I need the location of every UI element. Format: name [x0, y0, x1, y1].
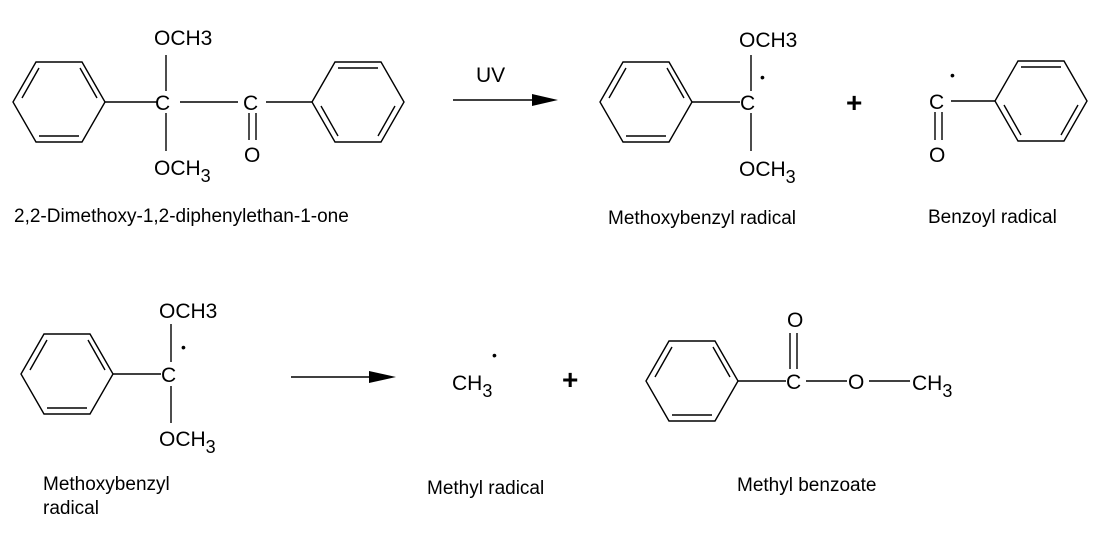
benzene-ring — [599, 61, 693, 143]
benzene-ring-left — [12, 61, 106, 143]
product-methoxybenzyl-radical: C • OCH3 OCH3 Methoxybenzyl radical — [599, 29, 797, 229]
benzene-ring — [994, 60, 1088, 142]
reactant-dmpa: C OCH3 OCH3 C O 2,2-Dimethoxy-1,2-diphen… — [12, 27, 405, 227]
uv-condition-label: UV — [476, 64, 505, 87]
atom-radical-carbon: C — [740, 92, 755, 115]
plus-sign: + — [562, 364, 578, 395]
plus-sign: + — [846, 87, 862, 118]
reaction-1: C OCH3 OCH3 C O 2,2-Dimethoxy-1,2-diphen… — [12, 27, 1088, 229]
atom-carbonyl-oxygen: O — [244, 144, 260, 167]
product-name-label: Methoxybenzyl radical — [608, 208, 796, 229]
methyl-radical-formula: CH3 — [452, 372, 492, 401]
benzene-ring — [20, 333, 114, 415]
atom-carbon-1: C — [155, 92, 170, 115]
reactant-name-line-2: radical — [43, 498, 99, 519]
product-name-label: Methyl radical — [427, 478, 544, 499]
reactant-name-line-1: Methoxybenzyl — [43, 474, 170, 495]
benzene-ring — [645, 340, 739, 422]
product-methyl-benzoate: C O O CH3 Methyl benzoate — [645, 309, 952, 496]
radical-dot: • — [950, 67, 955, 83]
atom-ester-oxygen: O — [848, 371, 864, 394]
product-benzoyl-radical: C • O Benzoyl radical — [928, 60, 1088, 228]
methoxy-bottom-group: OCH3 — [739, 158, 796, 187]
atom-carbon-2: C — [243, 92, 258, 115]
benzene-ring-right — [311, 61, 405, 143]
atom-carbonyl-oxygen: O — [929, 144, 945, 167]
atom-radical-carbon: C — [929, 91, 944, 114]
methoxy-bottom-group: OCH3 — [154, 157, 211, 186]
atom-carbonyl-carbon: C — [786, 371, 801, 394]
atom-carbonyl-oxygen: O — [787, 309, 803, 332]
radical-dot: • — [181, 339, 186, 355]
radical-dot: • — [492, 347, 497, 363]
reaction-2: C • OCH3 OCH3 Methoxybenzyl radical CH3 … — [20, 300, 952, 519]
methoxy-bottom-group: OCH3 — [159, 428, 216, 457]
reaction-arrow-uv: UV — [453, 64, 558, 106]
reactant-methoxybenzyl-radical: C • OCH3 OCH3 Methoxybenzyl radical — [20, 300, 217, 519]
product-name-label: Methyl benzoate — [737, 475, 876, 496]
methoxy-top-group: OCH3 — [154, 27, 212, 50]
radical-dot: • — [760, 69, 765, 85]
methoxy-top-group: OCH3 — [739, 29, 797, 52]
reaction-arrow — [291, 371, 396, 383]
methyl-group: CH3 — [912, 372, 952, 401]
atom-radical-carbon: C — [161, 364, 176, 387]
reactant-name-label: 2,2-Dimethoxy-1,2-diphenylethan-1-one — [14, 206, 349, 227]
product-name-label: Benzoyl radical — [928, 207, 1057, 228]
methoxy-top-group: OCH3 — [159, 300, 217, 323]
product-methyl-radical: CH3 • Methyl radical — [427, 347, 544, 499]
